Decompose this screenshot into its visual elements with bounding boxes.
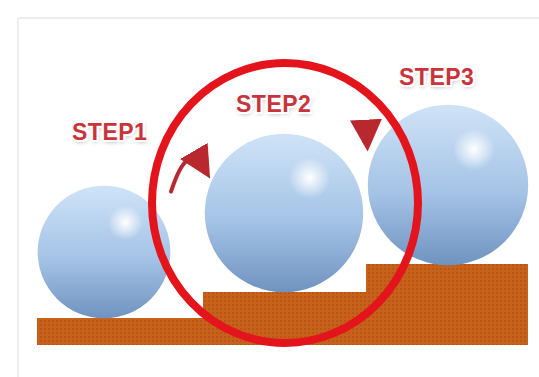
sphere bbox=[367, 104, 529, 266]
curved-arrow bbox=[171, 158, 204, 191]
frame-line bbox=[18, 18, 539, 19]
sphere-node: STEP2 bbox=[204, 133, 364, 293]
frame-line bbox=[18, 18, 19, 377]
step-label: STEP2 bbox=[236, 91, 311, 118]
curved-arrow bbox=[364, 126, 367, 141]
step-label: STEP1 bbox=[72, 119, 147, 146]
sphere-node: STEP3 bbox=[367, 104, 529, 266]
highlight-circle bbox=[152, 63, 418, 343]
sphere bbox=[204, 133, 364, 293]
step-label: STEP3 bbox=[399, 64, 474, 91]
